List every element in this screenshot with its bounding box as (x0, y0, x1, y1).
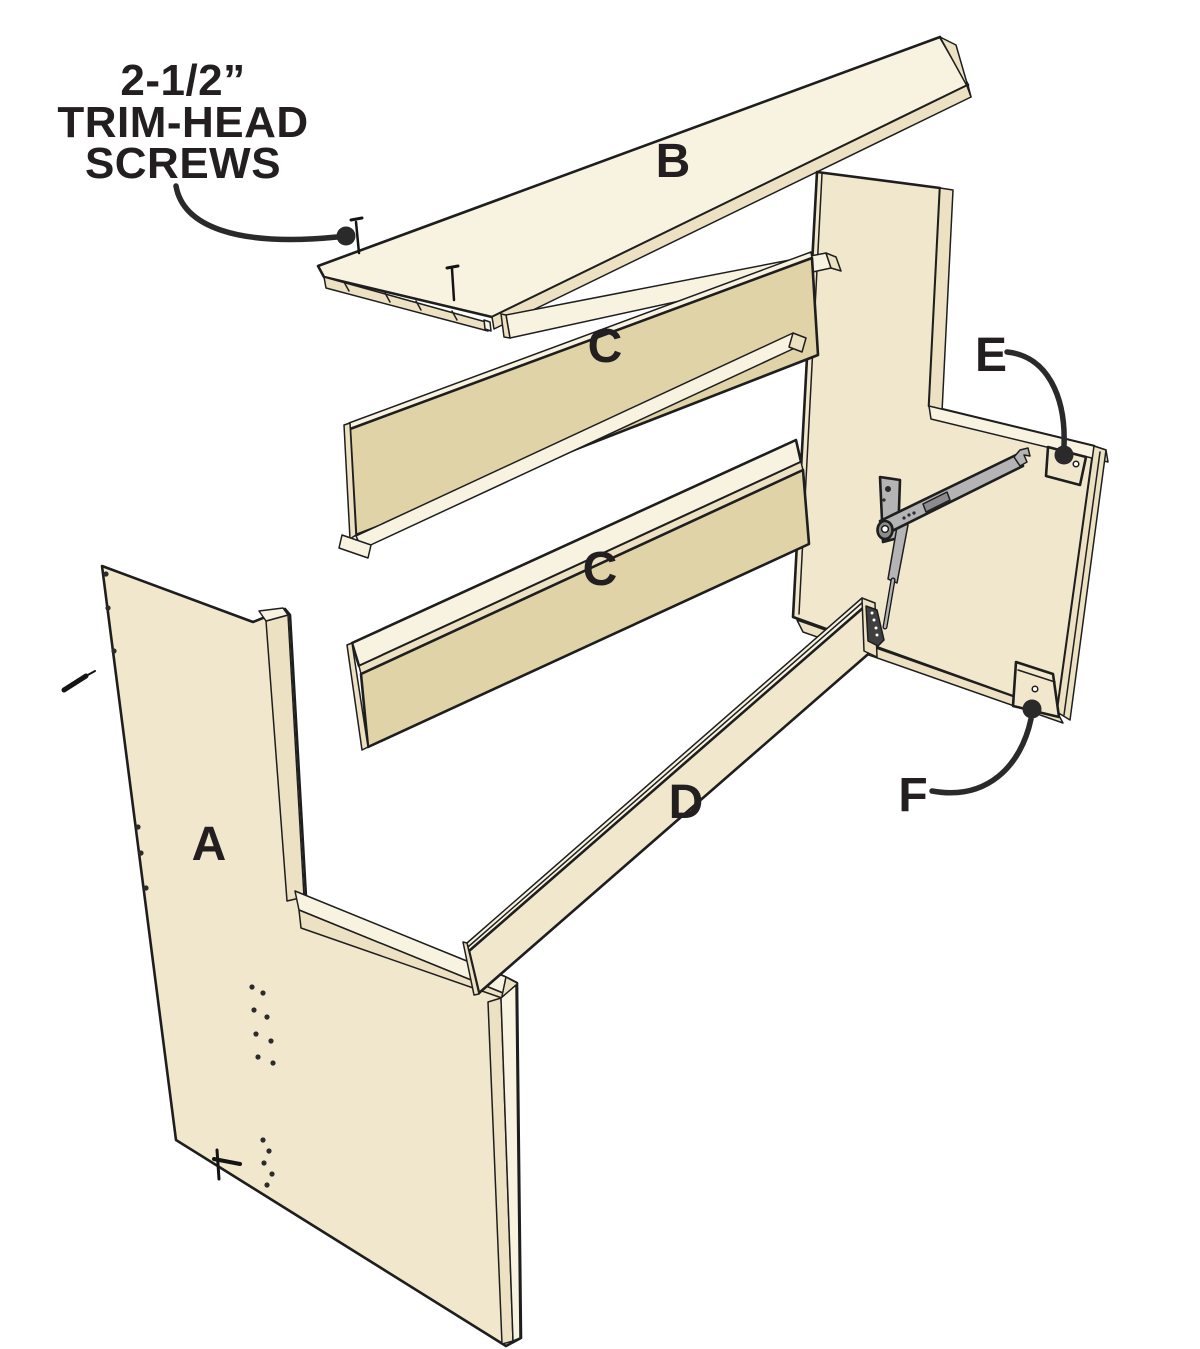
label-part-a: A (192, 818, 227, 871)
leader-dot-e (1054, 445, 1074, 465)
annotation-screws-line2: TRIM-HEAD (57, 98, 308, 147)
part-d-rail (462, 597, 878, 996)
label-part-c-lower: C (583, 543, 618, 596)
leader-dot-screws (336, 226, 356, 246)
label-part-c-upper: C (588, 320, 623, 373)
part-c-upper-rail (338, 251, 820, 559)
leader-line-screws (173, 183, 340, 243)
part-a-pilot-holes (103, 571, 276, 1188)
trim-screw-bottom-icon (212, 1148, 242, 1181)
part-d-left-cap (462, 941, 480, 996)
part-e-bracket-hole (1072, 460, 1080, 468)
right-panel-right-edge-line (1063, 451, 1101, 716)
part-b-under-cleat-cap (483, 319, 492, 332)
label-part-d: D (669, 776, 704, 829)
part-c-lower-left-cap (346, 642, 369, 751)
part-c-lower-rail (346, 438, 811, 751)
part-c-lower-face (359, 468, 811, 749)
leader-line-f (929, 716, 1034, 796)
lid-stay-plate-hole-top (885, 486, 891, 492)
lid-stay-arm-joint (922, 491, 951, 513)
part-a-front-edge-outer (500, 984, 521, 1342)
label-part-f: F (898, 769, 927, 822)
lid-stay-bottom-bracket (865, 605, 885, 647)
lid-stay-arm-hook (1013, 447, 1031, 467)
part-b-top-plank (316, 35, 972, 332)
part-a-batten-cap (258, 607, 289, 622)
part-b-under-cleat (323, 276, 489, 332)
annotations: 2-1/2” TRIM-HEAD SCREWS B C C A D E F (57, 56, 1074, 871)
upper-wall-cleat-right-cap (825, 252, 842, 272)
label-part-b: B (656, 135, 691, 188)
label-part-e: E (975, 329, 1007, 382)
part-c-upper-flange-cap (788, 332, 807, 353)
annotation-screws-line3: SCREWS (85, 139, 281, 188)
trim-screw-left-icon (61, 670, 96, 693)
leader-line-e (1004, 349, 1067, 449)
part-b-end-cap-right (939, 36, 972, 98)
lid-stay-hardware (865, 447, 1031, 647)
trim-screw-callout-icon (349, 216, 364, 255)
upper-wall-cleat-left-cap (500, 313, 511, 339)
part-a-panel (61, 564, 523, 1348)
part-f-bracket-hole (1031, 685, 1039, 693)
part-c-upper-foot (338, 534, 372, 559)
annotation-screws-line1: 2-1/2” (120, 56, 245, 105)
leader-dot-f (1022, 699, 1042, 719)
part-b-edge-ticks (343, 281, 458, 321)
part-c-upper-left-edge (343, 422, 357, 540)
trim-screw-on-b-icon (445, 264, 460, 302)
